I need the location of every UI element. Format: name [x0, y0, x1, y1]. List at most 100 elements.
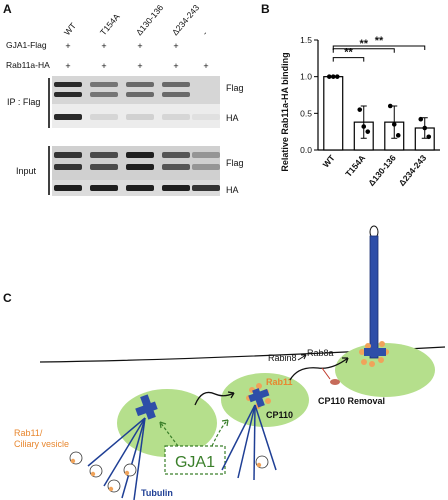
blot-band: [162, 185, 190, 191]
lane-flag-sign: +: [101, 41, 106, 51]
lane-flag-sign: +: [65, 41, 70, 51]
lane-name: Δ234-243: [170, 2, 202, 37]
microtubules-left: [87, 417, 146, 500]
blot-band: [126, 152, 154, 158]
vesicles-middle: [255, 455, 269, 469]
microtubules-middle: [221, 404, 277, 481]
data-point: [365, 129, 371, 134]
blot-band: [54, 164, 82, 170]
label-cp110: CP110: [266, 410, 293, 420]
label-rab8a: Rab8a: [307, 348, 334, 358]
data-point: [422, 125, 428, 131]
blot-band: [90, 92, 118, 97]
blot-band: [90, 82, 118, 87]
lane-name: Δ130-136: [134, 2, 166, 37]
lane-ha-sign: +: [137, 61, 142, 71]
significance-bracket: [332, 48, 395, 53]
y-tick-label: 0.5: [300, 108, 312, 118]
y-tick-label: 1.5: [300, 35, 312, 45]
lane-name: T154A: [98, 11, 122, 37]
blot-band: [90, 185, 118, 191]
blot-band: [54, 114, 82, 120]
cell-region-right: [335, 343, 435, 397]
data-point: [357, 107, 363, 112]
group-label-input: Input: [16, 166, 37, 176]
arrow-to-right: [289, 357, 349, 381]
data-point: [418, 116, 424, 122]
blot-label-ip-flag: Flag: [226, 83, 244, 93]
blot-band: [54, 152, 82, 158]
panel-b-label: B: [261, 2, 270, 16]
blot-band: [162, 164, 190, 170]
blot-band: [192, 114, 220, 120]
data-point: [387, 103, 393, 109]
lane-ha-sign: +: [203, 61, 208, 71]
blot-band: [192, 82, 220, 87]
cilium: [369, 225, 379, 359]
bands-ip-flag: [54, 82, 220, 97]
blot-band: [90, 152, 118, 158]
row-label-rab11a-ha: Rab11a-HA: [6, 60, 50, 70]
group-label-ip: IP : Flag: [7, 97, 40, 107]
lane-flag-sign: +: [137, 41, 142, 51]
lane-ha-signs: + + + + +: [65, 61, 208, 71]
blot-band: [192, 152, 220, 158]
data-point: [361, 124, 367, 129]
blot-band: [126, 82, 154, 87]
lane-flag-sign: +: [173, 41, 178, 51]
x-tick-label: Δ130-136: [366, 153, 398, 188]
blot-band: [126, 164, 154, 170]
arrow-head-to-right: [342, 357, 349, 364]
centriole-left: [135, 394, 158, 420]
label-rab11-line1: Rab11/: [14, 428, 43, 438]
bar: [323, 76, 344, 151]
blot-label-input-flag: Flag: [226, 158, 244, 168]
y-tick-label: 1.0: [300, 72, 312, 82]
centriole-middle: [246, 383, 271, 409]
panel-c: C Rab11/ Ciliary vesicle Tubulin: [3, 225, 446, 500]
gja1-arrows: [159, 419, 229, 447]
lane-name: -: [200, 29, 210, 38]
blot-band: [126, 114, 154, 120]
vesicles-left: [69, 451, 137, 493]
arrow-head-rabin8: [301, 354, 307, 360]
gja1-box: [164, 445, 226, 475]
lane-ha-sign: +: [65, 61, 70, 71]
panel-c-label: C: [3, 291, 12, 305]
blot-band: [192, 185, 220, 191]
blot-band: [126, 185, 154, 191]
label-ciliary-vesicle: Ciliary vesicle: [14, 439, 69, 449]
cell-region-middle: [221, 373, 309, 427]
panel-a-label: A: [3, 2, 12, 16]
blot-band: [192, 92, 220, 97]
blot-band: [54, 82, 82, 87]
blot-band: [162, 152, 190, 158]
label-tubulin: Tubulin: [141, 488, 173, 498]
panel-b: B Relative Rab11a-HA binding 0.0 0.5 1.0 1.…: [261, 2, 440, 188]
label-gja1: GJA1: [175, 454, 215, 471]
label-rab11: Rab11: [266, 377, 293, 387]
y-axis-label: Relative Rab11a-HA binding: [280, 52, 290, 171]
arrow-to-middle: [194, 391, 235, 406]
significance-bracket: [332, 57, 365, 62]
significance-bracket: [332, 45, 426, 50]
blot-label-ip-ha: HA: [226, 113, 239, 123]
row-label-gja1-flag: GJA1-Flag: [6, 40, 47, 50]
y-tick-label: 0.0: [300, 145, 312, 155]
arrow-rabin8: [297, 354, 307, 361]
lane-ha-sign: +: [173, 61, 178, 71]
cp110-removed-blob: [330, 379, 340, 385]
lane-ha-sign: +: [101, 61, 106, 71]
bands-input-ha: [54, 185, 220, 191]
blot-band: [54, 185, 82, 191]
blot-band: [162, 114, 190, 120]
label-cp110-removal: CP110 Removal: [318, 396, 385, 406]
x-tick-label: T154A: [343, 153, 367, 179]
centriole-right: [359, 341, 389, 367]
significance-label: **: [375, 35, 384, 47]
blot-band: [90, 114, 118, 120]
data-point: [334, 74, 340, 79]
